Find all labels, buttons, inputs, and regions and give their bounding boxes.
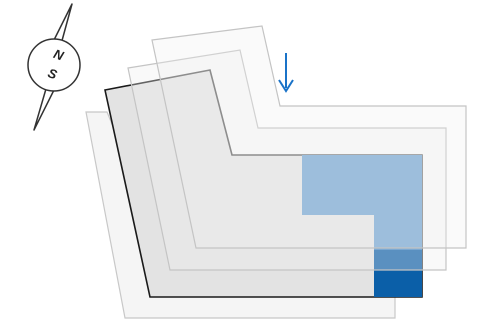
arrow-down-icon (279, 53, 293, 91)
layer-4-outline (152, 26, 466, 248)
compass-rose-icon: N S (28, 4, 80, 130)
compass-ring (28, 39, 80, 91)
